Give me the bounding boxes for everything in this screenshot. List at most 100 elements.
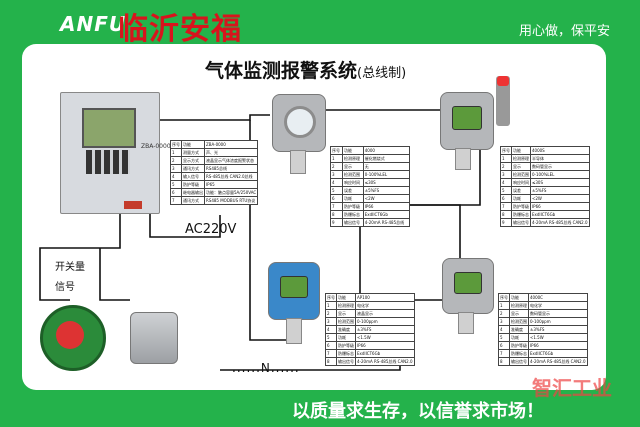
signal-line-fan [39, 213, 121, 301]
spec-cell: 通讯方式 [181, 196, 205, 205]
brand-name: 临沂安福 [118, 12, 242, 47]
spec-cell: 7 [498, 349, 510, 358]
spec-cell: 7 [170, 196, 182, 205]
spec-cell: 1 [170, 148, 182, 157]
spec-cell: 2 [170, 156, 182, 165]
spec-cell: 0-100ppm [528, 317, 588, 326]
bus-line-top [158, 114, 270, 121]
controller-status-light [124, 201, 142, 209]
spec-cell: IP66 [530, 202, 590, 211]
spec-cell: 显示 [509, 309, 529, 318]
spec-cell: 液晶显示气体浓度报警状态 [203, 156, 259, 165]
spec-cell: 6 [500, 194, 512, 203]
spec-cell: ≤30S [530, 178, 590, 187]
detector-1-sensor [290, 150, 306, 174]
spec-cell: 1 [325, 301, 337, 310]
spec-cell: 8 [500, 210, 512, 219]
spec-cell: 响应时间 [511, 178, 531, 187]
spec-cell: 序号 [330, 146, 343, 155]
spec-cell: 4 [330, 178, 343, 187]
spec-cell: 序号 [325, 293, 337, 302]
spec-cell: 声、光 [203, 148, 259, 157]
power-label: AC220V [185, 222, 237, 237]
spec-cell: 4000C [528, 293, 588, 302]
detector-3-display [280, 276, 308, 298]
spec-cell: RS485 MODBUS RTU协议 [203, 196, 259, 205]
spec-cell: 功能 [336, 293, 356, 302]
power-line [149, 213, 221, 238]
spec-cell: 7 [330, 202, 343, 211]
spec-cell: ExdIICT6Gb [355, 349, 415, 358]
spec-cell: ±5%FS [530, 186, 590, 195]
spec-cell: IP66 [362, 202, 411, 211]
spec-cell: 响应时间 [342, 178, 364, 187]
spec-cell: 显示 [511, 162, 531, 171]
spec-cell: ExdIICT6Gb [362, 210, 411, 219]
spec-cell: 0-100ppm [355, 317, 415, 326]
spec-cell: 2 [330, 162, 343, 171]
spec-cell: 4-20mA RS-485总线 CAN2.0 [355, 357, 415, 366]
spec-cell: 功能 [509, 293, 529, 302]
spec-cell: <2W [530, 194, 590, 203]
spec-cell: 功耗 [342, 194, 364, 203]
spec-cell: 输出信号 [509, 357, 529, 366]
spec-cell: 显示 [336, 309, 356, 318]
spec-cell: 6 [325, 341, 337, 350]
spec-cell: 9 [330, 218, 343, 227]
spec-cell: 防护等级 [509, 341, 529, 350]
spec-cell: 输出信号 [342, 218, 364, 227]
spec-cell: 3 [498, 317, 510, 326]
watermark: 智汇工业 [532, 376, 612, 400]
spec-cell: 功耗 [509, 333, 529, 342]
spec-cell: 显示方式 [181, 156, 205, 165]
diagram-title: 气体监测报警系统(总线制) [205, 60, 407, 82]
spec-cell: 数码管显示 [528, 309, 588, 318]
spec-cell: ZBA-0000 [203, 140, 259, 149]
switch-signal-label: 开关量信号 [55, 262, 85, 293]
spec-cell: 4000 [362, 146, 411, 155]
spec-cell: 防护等级 [511, 202, 531, 211]
spec-cell: 输入信号 [181, 172, 205, 181]
spec-cell: 显示 [342, 162, 364, 171]
spec-cell: ±5%FS [362, 186, 411, 195]
spec-cell: 准确度 [509, 325, 529, 334]
spec-cell: 继电器输出 [181, 188, 205, 197]
detector-2-alarm-lamp [496, 76, 510, 126]
spec-cell: 0-100%LEL [362, 170, 411, 179]
spec-cell: 功耗 [511, 194, 531, 203]
spec-cell: 通讯方式 [181, 164, 205, 173]
detector-3-sensor [286, 318, 302, 344]
detector-4-sensor [458, 312, 474, 334]
spec-cell: 检测范围 [342, 170, 364, 179]
spec-cell: <2W [362, 194, 411, 203]
spec-cell: 防护等级 [181, 180, 205, 189]
spec-cell: 6 [498, 341, 510, 350]
spec-cell: 2 [500, 162, 512, 171]
spec-cell: RS485总线 [203, 164, 259, 173]
spec-cell: 功能 [342, 146, 364, 155]
spec-cell: 6 [330, 194, 343, 203]
